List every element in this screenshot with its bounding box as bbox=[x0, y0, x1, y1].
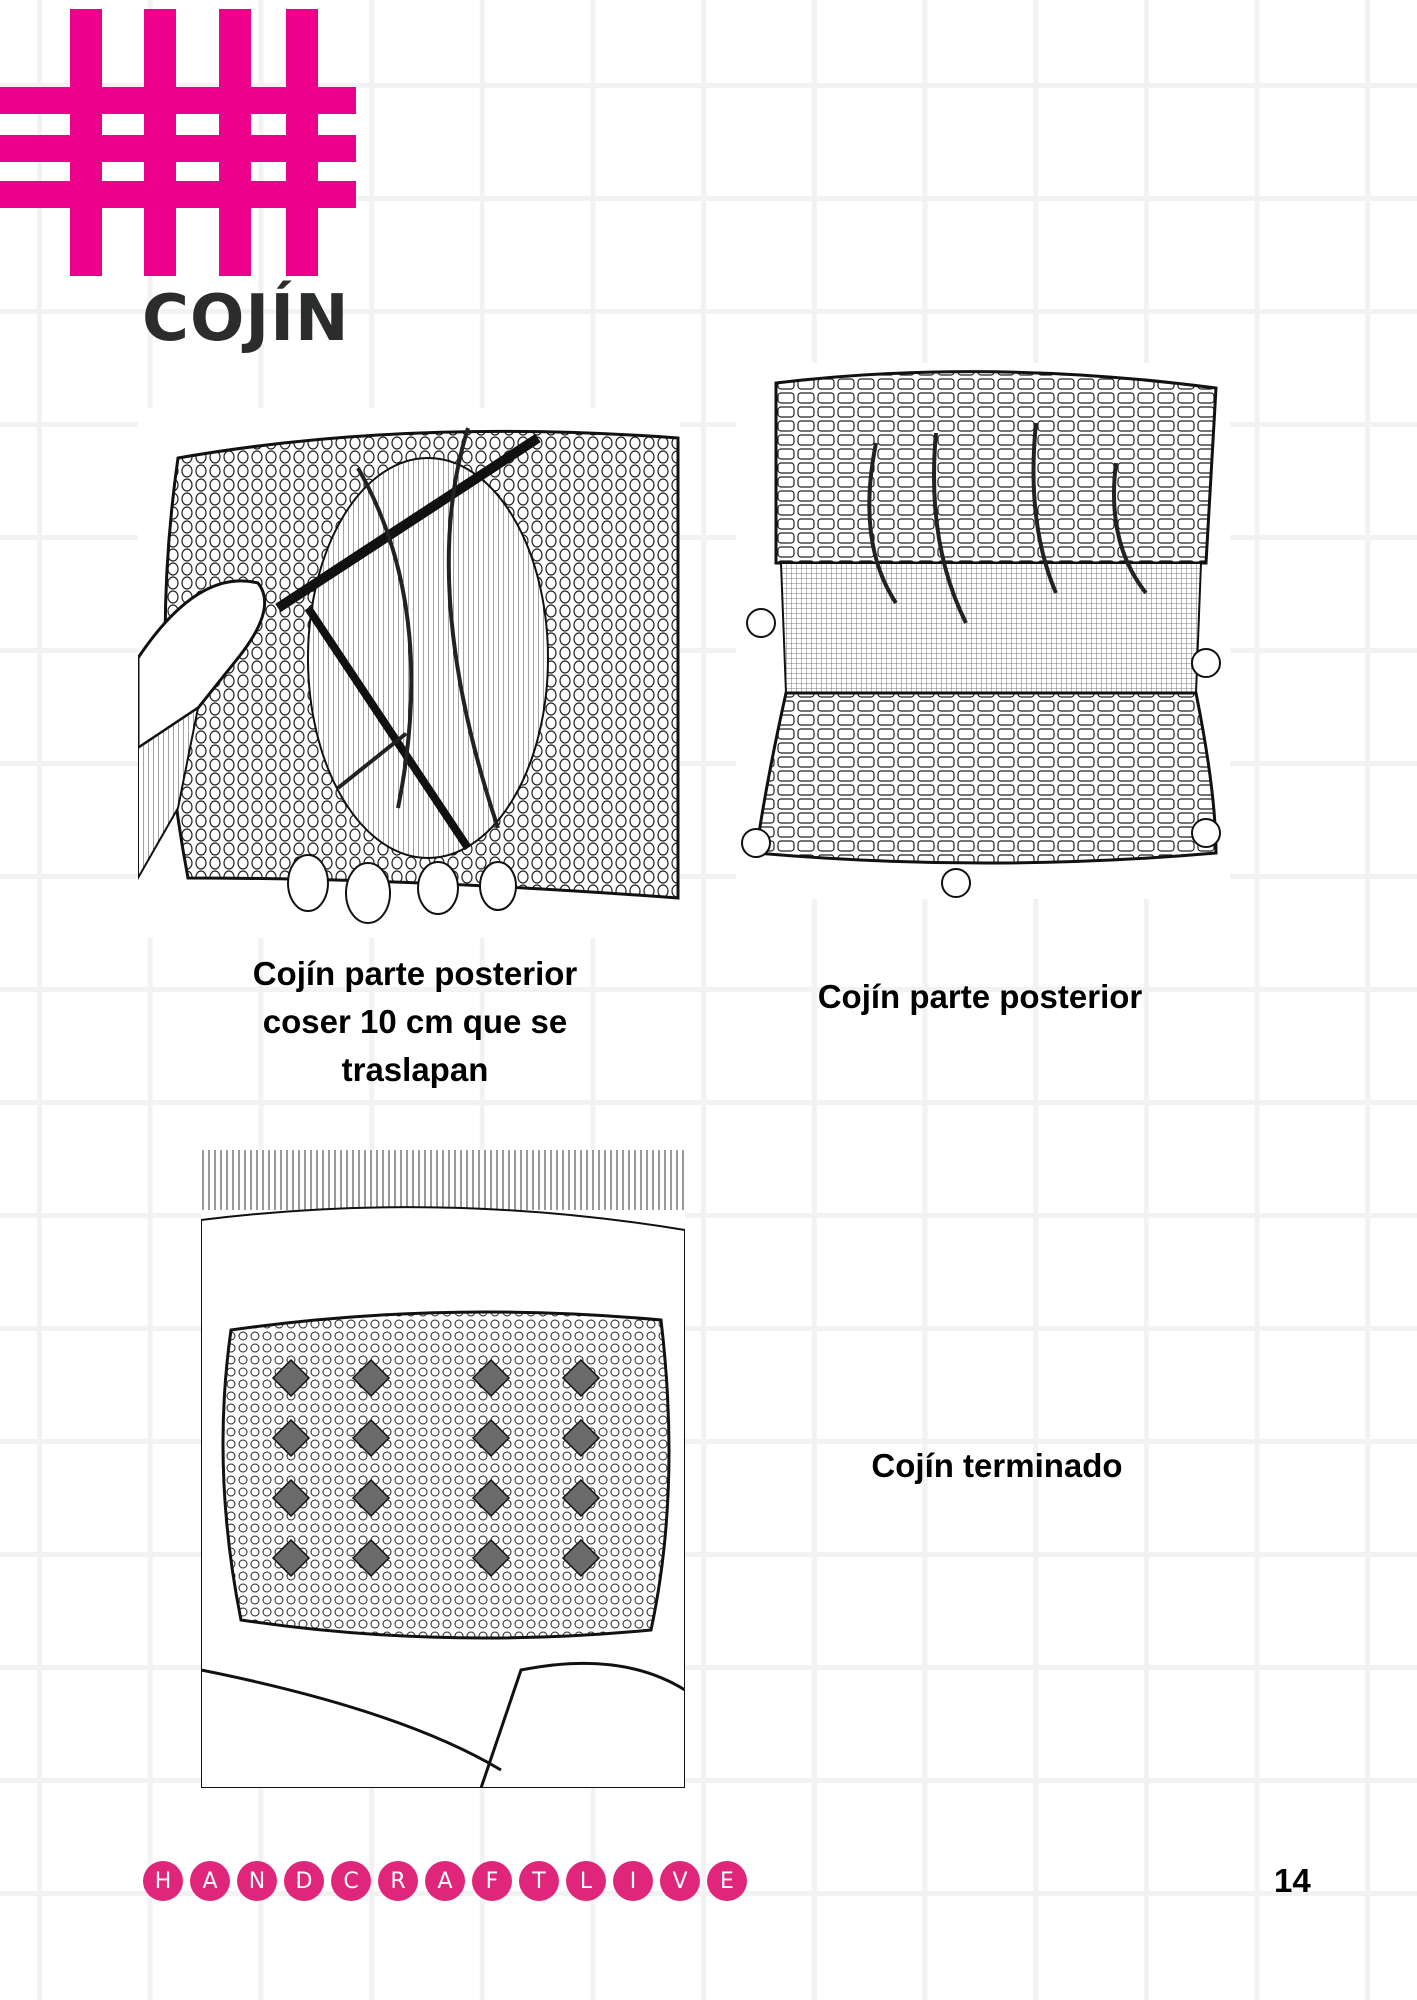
brand-letter: F bbox=[472, 1861, 512, 1901]
illustration-finished-cushion bbox=[200, 1150, 686, 1789]
brand-letter: A bbox=[190, 1861, 230, 1901]
page-number: 14 bbox=[1274, 1862, 1311, 1899]
caption-line: Cojín parte posterior bbox=[817, 978, 1143, 1015]
caption-line: traslapan bbox=[341, 1051, 489, 1088]
brand-letter: E bbox=[707, 1861, 747, 1901]
brand-letter: N bbox=[237, 1861, 277, 1901]
brand-letter: T bbox=[519, 1861, 559, 1901]
brand-letter: V bbox=[660, 1861, 700, 1901]
brand-letter: I bbox=[613, 1861, 653, 1901]
illustration-back-fringe bbox=[736, 363, 1230, 899]
brand-letter: D bbox=[284, 1861, 324, 1901]
handcraftlive-logo: H A N D C R A F T L I V E bbox=[143, 1861, 747, 1901]
brand-letter: R bbox=[378, 1861, 418, 1901]
step-3-caption: Cojín terminado bbox=[780, 1442, 1214, 1490]
caption-line: coser 10 cm que se bbox=[262, 1003, 568, 1040]
brand-letter: H bbox=[143, 1861, 183, 1901]
brand-letter: L bbox=[566, 1861, 606, 1901]
step-1-caption: Cojín parte posterior coser 10 cm que se… bbox=[200, 950, 630, 1094]
step-2-caption: Cojín parte posterior bbox=[760, 973, 1200, 1021]
brand-letter: A bbox=[425, 1861, 465, 1901]
caption-line: Cojín terminado bbox=[871, 1447, 1123, 1484]
illustration-back-sewing bbox=[136, 408, 680, 938]
page-title: COJÍN bbox=[142, 282, 350, 356]
caption-line: Cojín parte posterior bbox=[252, 955, 578, 992]
brand-letter: C bbox=[331, 1861, 371, 1901]
